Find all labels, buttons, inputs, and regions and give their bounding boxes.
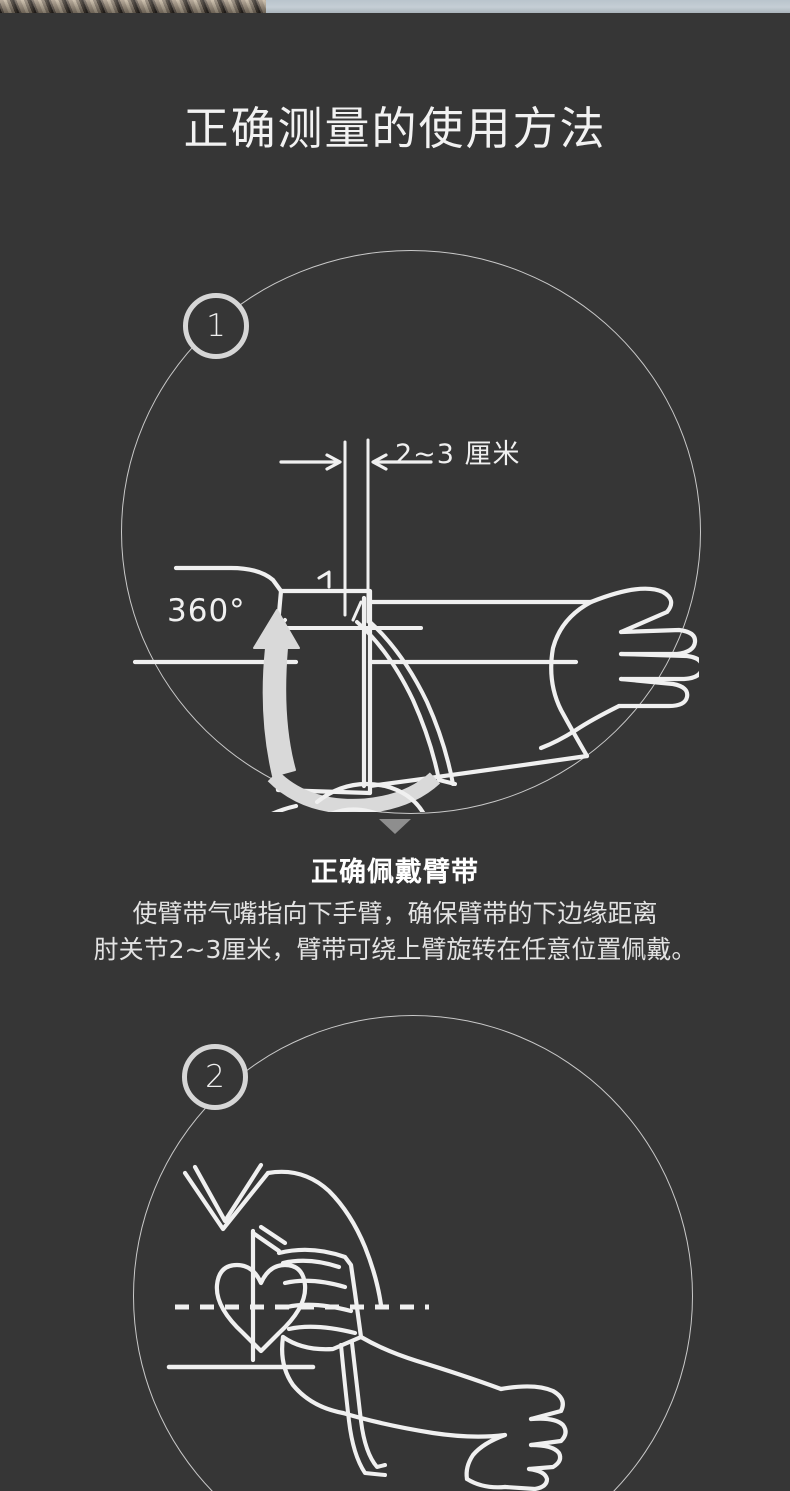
rope-texture	[0, 0, 266, 13]
step-2-illustration	[133, 1015, 691, 1491]
step-1-badge: 1	[183, 293, 249, 359]
step-1-caption-heading: 正确佩戴臂带	[311, 857, 479, 888]
seated-arm-heart-level-svg	[166, 1162, 568, 1491]
step-1-circle-outline	[121, 250, 701, 814]
distance-label: 2~3 厘米	[395, 439, 521, 470]
caption-line-1: 使臂带气嘴指向下手臂，确保臂带的下边缘距离	[132, 899, 658, 928]
rotation-label: 360°	[167, 593, 246, 629]
section-divider-triangle-icon	[379, 819, 411, 834]
image-bleed-strip	[0, 0, 790, 13]
step-2-badge: 2	[182, 1044, 248, 1110]
step-1-caption-body: 使臂带气嘴指向下手臂，确保臂带的下边缘距离 肘关节2~3厘米，臂带可绕上臂旋转在…	[0, 896, 790, 968]
caption-line-2: 肘关节2~3厘米，臂带可绕上臂旋转在任意位置佩戴。	[93, 935, 697, 964]
page-title: 正确测量的使用方法	[183, 102, 607, 155]
